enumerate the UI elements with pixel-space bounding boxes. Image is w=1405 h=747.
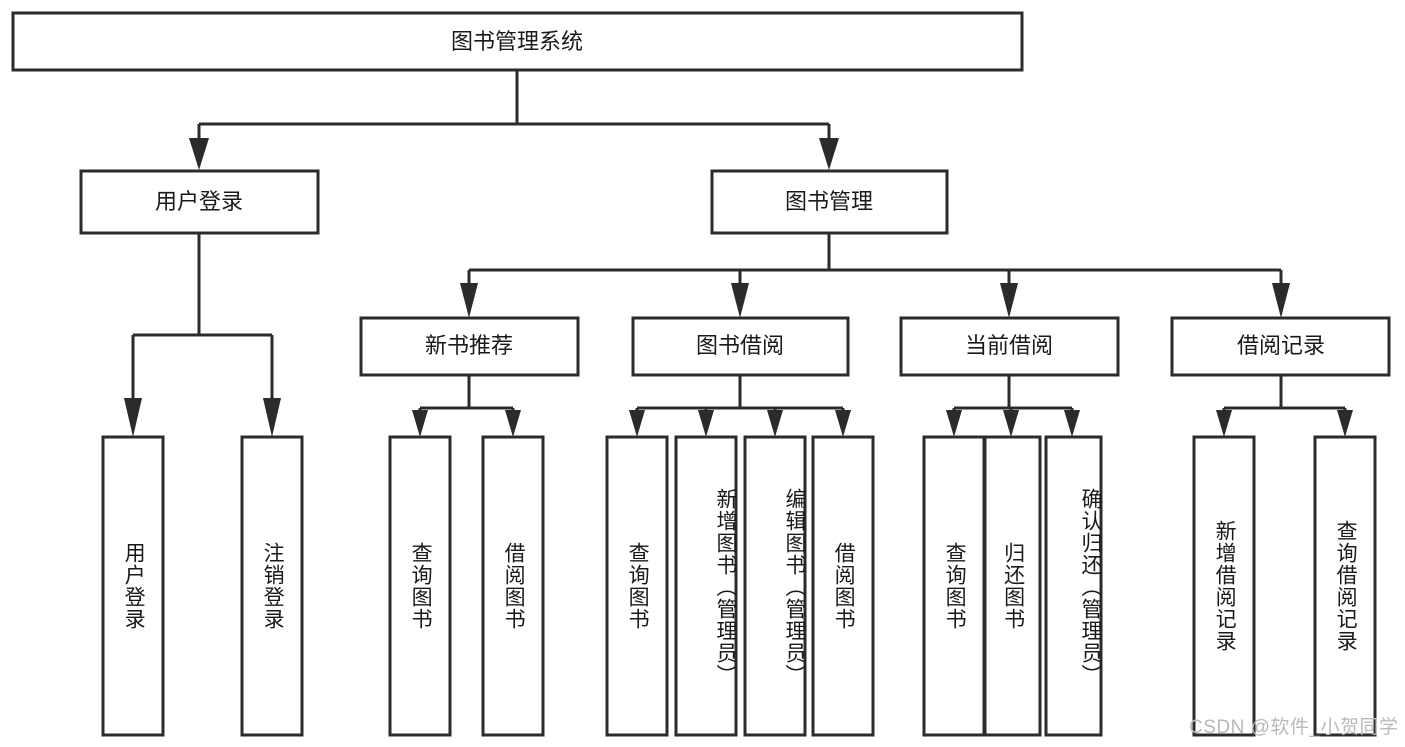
node-book-management-label: 图书管理 [785,189,873,214]
arrowhead-user-login-leaf [124,398,142,437]
node-current-borrow-rect[interactable] [899,316,1120,377]
leaf-cur-return-rect[interactable] [983,435,1042,737]
node-book-borrow-label: 图书借阅 [696,333,784,358]
arrowhead-cur-leaf-1 [946,410,962,437]
node-current-borrow[interactable]: 当前借阅 [899,316,1120,377]
node-layer: 图书管理系统 用户登录 图书管理 新书推荐 图书借阅 当前 [11,11,1391,737]
node-borrow-record[interactable]: 借阅记录 [1170,316,1391,377]
node-book-borrow-rect[interactable] [631,316,850,377]
leaf-bw-edit-rect[interactable] [743,435,807,737]
node-user-login-rect[interactable] [79,169,320,235]
arrowhead-bw-leaf-1 [629,410,645,437]
arrowhead-nb-leaf-1 [412,410,428,437]
leaf-rec-add-rect[interactable] [1192,435,1256,737]
leaf-rec-query-rect[interactable] [1313,435,1377,737]
node-current-borrow-label: 当前借阅 [965,333,1053,358]
node-root[interactable]: 图书管理系统 [11,11,1024,72]
leaf-cur-confirm-rect[interactable] [1044,435,1103,737]
arrowhead-bw-leaf-2 [698,410,714,437]
leaf-nb-borrow-rect[interactable] [481,435,545,737]
leaf-bw-add-rect[interactable] [674,435,738,737]
leaf-bw-borrow-rect[interactable] [811,435,875,737]
arrowhead-newbook [460,283,478,318]
connector-layer [124,70,1353,437]
arrowhead-rec-leaf-1 [1216,410,1232,437]
arrowhead-login [189,138,209,170]
node-book-management-rect[interactable] [710,169,949,235]
node-new-book-recommend[interactable]: 新书推荐 [359,316,580,377]
node-user-login[interactable]: 用户登录 [79,169,320,235]
leaf-nb-query-rect[interactable] [388,435,452,737]
node-root-label: 图书管理系统 [451,29,583,54]
leaf-user-login-rect[interactable] [101,435,165,737]
node-root-rect[interactable] [11,11,1024,72]
arrowhead-current [1000,283,1018,318]
arrowhead-record [1272,283,1290,318]
arrowhead-cur-leaf-3 [1064,410,1080,437]
leaf-cur-query-rect[interactable] [922,435,986,737]
node-new-book-recommend-rect[interactable] [359,316,580,377]
node-book-management[interactable]: 图书管理 [710,169,949,235]
node-book-borrow[interactable]: 图书借阅 [631,316,850,377]
arrowhead-bw-leaf-3 [767,410,783,437]
leaf-bw-query-rect[interactable] [605,435,669,737]
arrowhead-borrow [731,283,749,318]
node-user-login-label: 用户登录 [155,189,243,214]
arrowhead-nb-leaf-2 [505,410,521,437]
arrowhead-rec-leaf-2 [1337,410,1353,437]
node-borrow-record-label: 借阅记录 [1237,333,1325,358]
leaf-logout-rect[interactable] [240,435,304,737]
arrowhead-bw-leaf-4 [835,410,851,437]
arrowhead-logout-leaf [263,398,281,437]
node-new-book-recommend-label: 新书推荐 [425,333,513,358]
arrowhead-cur-leaf-2 [1003,410,1019,437]
node-borrow-record-rect[interactable] [1170,316,1391,377]
arrowhead-bookmgmt [819,138,839,170]
